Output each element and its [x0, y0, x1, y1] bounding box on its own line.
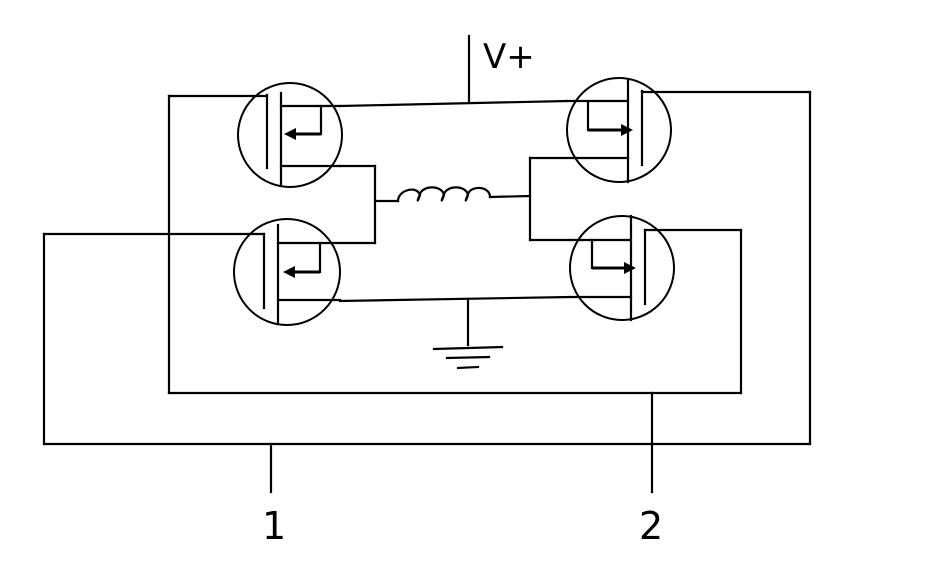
- mosfet-icon: [233, 218, 377, 326]
- input-2-label: 2: [639, 504, 663, 548]
- mosfet-icon: [528, 77, 672, 184]
- left-midpoint-wire: [338, 164, 400, 245]
- inductor-coil-icon: [396, 186, 532, 203]
- mosfet-icon: [568, 214, 675, 322]
- supply-label: V+: [483, 37, 535, 77]
- ground-icon: [432, 345, 504, 370]
- right-midpoint-wire: [528, 156, 572, 242]
- ground-rail: [338, 295, 572, 347]
- mosfet-icon: [237, 82, 343, 188]
- supply-rail: V+: [338, 34, 569, 108]
- input-1-label: 1: [262, 504, 286, 548]
- gate-drive-net-1: [42, 90, 812, 494]
- gate-drive-net-2: [167, 94, 743, 494]
